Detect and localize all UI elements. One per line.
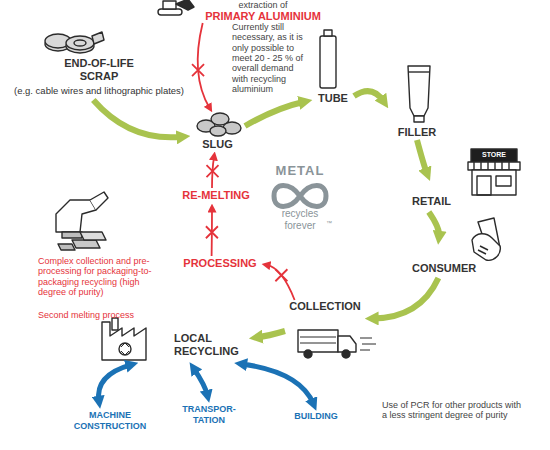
- node-text: PROCESSING: [178, 257, 262, 270]
- consumer-icon: [472, 218, 500, 260]
- logo-text: recycles forever: [270, 208, 330, 231]
- node-text: MACHINE CONSTRUCTION: [60, 410, 160, 432]
- logo-text: METAL: [266, 164, 334, 179]
- flow-arrow: [354, 91, 384, 101]
- flow-arrow: [99, 365, 131, 401]
- excavator-icon: [158, 0, 194, 15]
- node-text: TUBE: [312, 92, 354, 105]
- truck-icon: [298, 330, 376, 358]
- flow-arrow: [245, 102, 304, 126]
- use-sector: MACHINE CONSTRUCTION: [60, 408, 160, 434]
- node-text: (e.g. cable wires and lithographic plate…: [4, 86, 194, 97]
- filler-icon: [408, 66, 430, 122]
- scrap-source: END-OF-LIFE SCRAP (e.g. cable wires and l…: [4, 30, 194, 100]
- node-text: RETAIL: [412, 195, 468, 208]
- cross-mark: [206, 165, 218, 177]
- scrap-icon: [45, 32, 104, 53]
- cross-mark: [206, 226, 218, 238]
- node-text: TRANSPOR- TATION: [178, 404, 240, 426]
- flow-arrow: [194, 369, 207, 395]
- note-text: Currently still necessary, as it is only…: [232, 22, 312, 94]
- flow-arrow: [257, 331, 285, 337]
- processing-step: PROCESSING: [178, 256, 262, 272]
- node-text: CONSUMER: [412, 262, 478, 275]
- node-text: extraction of: [196, 0, 330, 10]
- node-text: PRIMARY ALUMINIUM: [196, 10, 330, 23]
- flow-arrow: [373, 278, 438, 319]
- remelting-step: RE-MELTING: [176, 188, 256, 204]
- consumer-station: CONSUMER: [412, 242, 478, 278]
- flow-arrow: [429, 212, 439, 236]
- node-text: FILLER: [388, 126, 446, 139]
- factory-icon: [102, 318, 146, 360]
- flow-arrow: [267, 265, 295, 300]
- store-sign: STORE: [471, 151, 517, 159]
- filler-station: FILLER: [388, 60, 446, 140]
- use-sector: TRANSPOR- TATION: [178, 402, 240, 428]
- collection-station: COLLECTION: [285, 300, 365, 362]
- note-text: Second melting process: [38, 310, 163, 320]
- store-icon: [468, 149, 520, 195]
- node-text: COLLECTION: [285, 300, 365, 313]
- local-recycling: LOCAL RECYCLING: [100, 318, 250, 363]
- node-text: SLUG: [190, 138, 245, 151]
- cross-mark: [192, 64, 204, 76]
- flow-arrow: [93, 100, 182, 137]
- cross-mark: [275, 269, 287, 281]
- trademark: ™: [326, 220, 336, 227]
- slug-icon: [197, 113, 241, 136]
- retail-station: RETAIL: [412, 178, 468, 212]
- slug-station: SLUG: [190, 112, 245, 152]
- node-text: END-OF-LIFE SCRAP: [49, 57, 149, 82]
- node-text: LOCAL RECYCLING: [174, 332, 250, 357]
- node-text: RE-MELTING: [176, 189, 256, 202]
- note-text: Use of PCR for other products with a les…: [382, 400, 522, 421]
- tube-icon: [320, 30, 336, 88]
- node-text: BUILDING: [286, 411, 346, 422]
- flow-arrow: [242, 364, 313, 404]
- source-label: extraction ofPRIMARY ALUMINIUM: [196, 0, 330, 23]
- recycle-logo: [274, 186, 326, 207]
- tube-station: TUBE: [312, 28, 354, 108]
- flow-arrow: [417, 140, 427, 173]
- use-sector: BUILDING: [286, 410, 346, 424]
- note-text: Complex collection and pre-processing fo…: [38, 256, 163, 297]
- remelting-icon: [56, 192, 108, 250]
